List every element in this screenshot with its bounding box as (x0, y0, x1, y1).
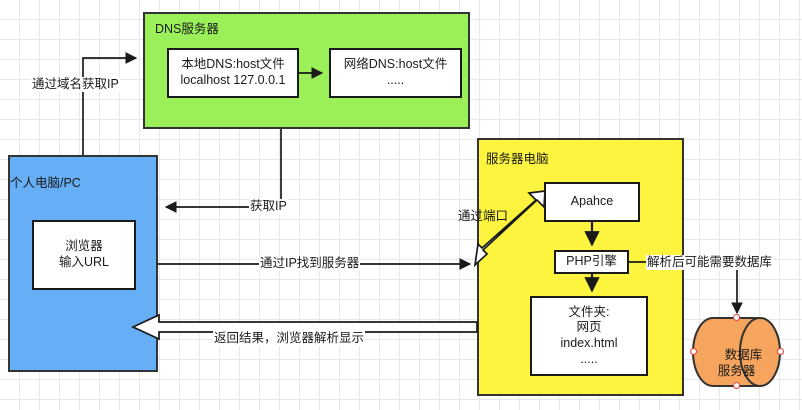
node-apache[interactable]: Apahce (544, 182, 640, 222)
node-network-dns-label: 网络DNS:host文件..... (343, 57, 448, 87)
edge-label-via-port: 通过端口 (458, 209, 509, 223)
node-apache-label: Apahce (570, 194, 614, 209)
edge-label-get-ip-by-domain: 通过域名获取IP (31, 77, 120, 92)
node-browser-label: 浏览器输入URL (58, 239, 109, 269)
selection-handle-top[interactable] (733, 314, 740, 321)
node-database-server-label: 数据库服务器 (717, 348, 763, 378)
node-php-engine-label: PHP引擎 (566, 254, 617, 269)
group-personal-computer-title: 个人电脑/PC (10, 176, 81, 190)
edge-label-return-result: 返回结果，浏览器解析显示 (213, 331, 366, 346)
selection-handle-right[interactable] (777, 348, 784, 355)
edge-label-php-to-database: 解析后可能需要数据库 (646, 255, 774, 270)
node-php-engine[interactable]: PHP引擎 (554, 250, 629, 274)
edge-label-find-server-by-ip: 通过IP找到服务器 (259, 256, 361, 271)
selection-handle-left[interactable] (690, 348, 697, 355)
selection-handle-bottom[interactable] (733, 382, 740, 389)
edge-return-ip[interactable] (164, 129, 282, 213)
node-network-dns[interactable]: 网络DNS:host文件..... (329, 48, 462, 98)
group-server-computer-title: 服务器电脑 (486, 152, 549, 166)
node-browser[interactable]: 浏览器输入URL (32, 220, 136, 290)
group-dns-server-title: DNS服务器 (155, 22, 219, 36)
edge-label-return-ip: 获取IP (249, 199, 288, 214)
edge-get-ip-by-domain[interactable] (82, 52, 138, 155)
